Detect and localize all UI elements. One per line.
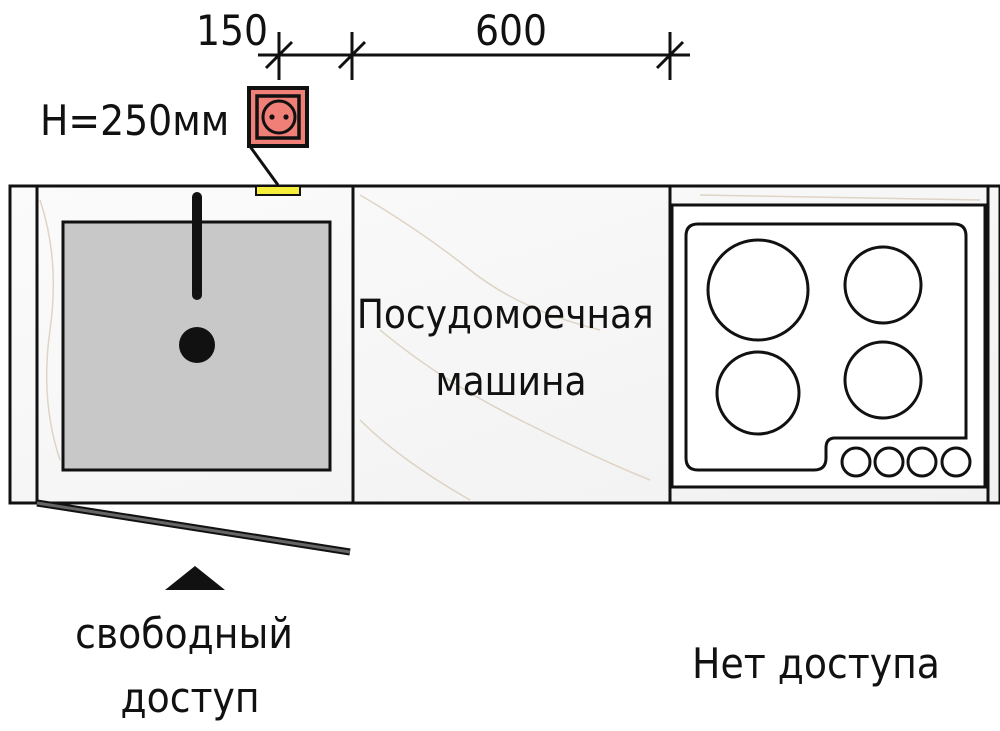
dimension-150: 150 <box>196 6 268 55</box>
socket-height-label: H=250мм <box>40 96 229 145</box>
access-arrow-icon <box>165 566 225 590</box>
dishwasher-label: Посудомоечная машина <box>357 292 665 405</box>
socket-strip <box>255 185 301 196</box>
socket-icon <box>247 86 309 186</box>
no-access-label: Нет доступа <box>692 639 940 688</box>
marble-veins <box>39 194 981 501</box>
dimension-600: 600 <box>475 6 547 55</box>
dimension-line <box>258 32 690 80</box>
free-access-label: свободный доступ <box>75 609 305 722</box>
hob-icon <box>670 203 987 489</box>
sink-icon <box>61 192 332 472</box>
